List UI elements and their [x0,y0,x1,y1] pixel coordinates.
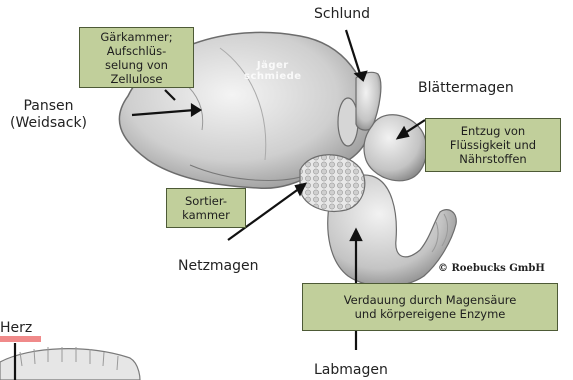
box-verdauung: Verdauung durch Magensäure und körpereig… [302,283,558,331]
box-gaerkammer-line1: Gärkammer; [100,30,172,44]
herz-shape [0,349,140,380]
copyright-notice: © Roebucks GmbH [438,263,545,274]
label-pansen: Pansen (Weidsack) [10,98,87,132]
label-blaettermagen: Blättermagen [418,80,514,97]
label-schlund: Schlund [314,6,370,23]
box-verdauung-line2: und körpereigene Enzyme [344,307,517,321]
label-herz: Herz [0,320,32,337]
box-gaerkammer-line3: selung von [100,58,172,72]
box-sortierkammer-line1: Sortier- [182,194,230,208]
label-netzmagen: Netzmagen [178,258,259,275]
label-pansen-line1: Pansen [10,98,87,115]
netzmagen-shape [300,155,365,212]
label-pansen-line2: (Weidsack) [10,115,87,132]
box-entzug: Entzug von Flüssigkeit und Nährstoffen [425,118,561,172]
box-sortierkammer: Sortier- kammer [166,188,246,228]
box-sortierkammer-line2: kammer [182,208,230,222]
box-entzug-line2: Flüssigkeit und [450,138,536,152]
watermark-line2: schmiede [244,71,302,82]
label-labmagen: Labmagen [314,362,388,379]
box-gaerkammer: Gärkammer; Aufschlüs- selung von Zellulo… [79,27,194,88]
box-verdauung-line1: Verdauung durch Magensäure [344,293,517,307]
watermark-line1: Jäger [244,60,302,71]
box-entzug-line1: Entzug von [450,124,536,138]
watermark-logo: Jäger schmiede [244,60,302,82]
box-gaerkammer-line4: Zellulose [100,72,172,86]
box-gaerkammer-line2: Aufschlüs- [100,44,172,58]
box-entzug-line3: Nährstoffen [450,152,536,166]
